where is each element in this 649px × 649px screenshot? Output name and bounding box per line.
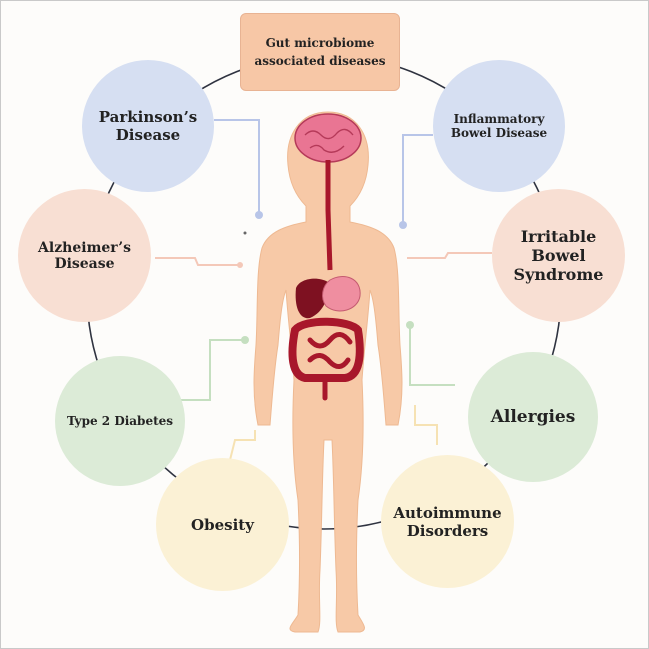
connector-allergies — [409, 325, 455, 386]
esophagus-icon — [325, 160, 333, 271]
human-body-icon — [253, 111, 403, 633]
connector-obesity — [229, 430, 256, 461]
node-allergies: Allergies — [468, 352, 598, 482]
connector-autoimmune — [414, 405, 438, 445]
node-ibs: Irritable Bowel Syndrome — [492, 189, 625, 322]
title-box: Gut microbiome associated diseases — [240, 13, 400, 91]
connectors — [155, 119, 492, 461]
brain-icon — [294, 113, 362, 163]
node-parkinsons: Parkinson’s Disease — [82, 60, 214, 192]
node-autoimmune: Autoimmune Disorders — [381, 455, 514, 588]
connector-ibs — [407, 252, 492, 259]
connector-diabetes — [165, 339, 245, 401]
node-diabetes: Type 2 Diabetes — [55, 356, 185, 486]
node-alzheimers: Alzheimer’s Disease — [18, 189, 151, 322]
connector-alzheimers — [155, 257, 240, 266]
connector-ibd — [402, 134, 433, 225]
liver-icon — [295, 278, 329, 319]
node-ibd: Inflammatory Bowel Disease — [433, 60, 565, 192]
intestine-icon — [288, 317, 364, 401]
connector-parkinsons — [214, 119, 260, 215]
stomach-icon — [322, 276, 361, 312]
node-obesity: Obesity — [156, 458, 289, 591]
